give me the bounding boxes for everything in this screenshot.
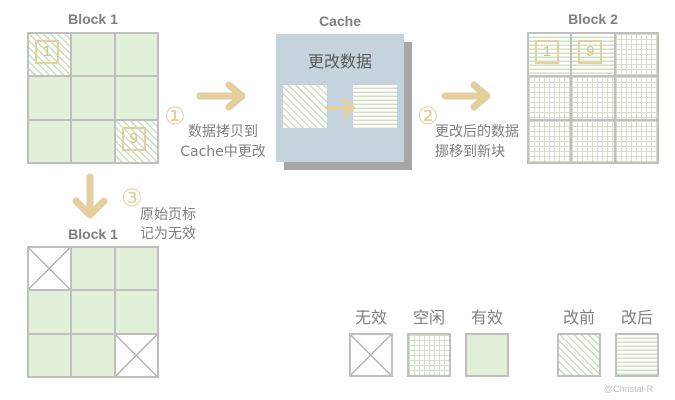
step-1-line-2: Cache中更改 — [180, 144, 266, 160]
page-cell — [72, 34, 114, 76]
page-cell — [72, 77, 114, 119]
block2-grid: 1 9 — [527, 32, 659, 164]
block1-after-grid — [27, 246, 159, 378]
legend-swatch-free — [407, 333, 451, 377]
block1-after-title: Block 1 — [68, 226, 118, 242]
page-cell — [529, 77, 571, 119]
legend-swatch-valid — [465, 333, 509, 377]
page-cell — [72, 334, 114, 376]
step-1-line-1: 数据拷贝到 — [188, 124, 258, 140]
page-cell — [615, 34, 657, 76]
cache-title: Cache — [318, 13, 362, 29]
page-cell — [115, 334, 157, 376]
legend-label-valid: 有效 — [470, 308, 503, 327]
watermark: @Christal-R — [604, 384, 654, 394]
step-1-marker: ① — [164, 102, 186, 130]
legend-swatch-after-change — [615, 333, 659, 377]
page-cell — [29, 334, 71, 376]
page-number-tag: 9 — [121, 126, 146, 151]
page-cell — [72, 120, 114, 162]
step-2-line-2: 挪移到新块 — [435, 144, 505, 160]
step-2-line-1: 更改后的数据 — [435, 124, 519, 140]
step-2-annotation: 更改后的数据 挪移到新块 — [435, 122, 525, 162]
arrow-right-icon — [325, 98, 355, 118]
page-cell: 1 — [529, 34, 571, 76]
page-cell: 1 — [29, 34, 71, 76]
step-3-marker: ③ — [121, 184, 143, 212]
step-2-marker: ② — [417, 102, 439, 130]
block1-before-title: Block 1 — [68, 11, 118, 27]
cache-label: 更改数据 — [307, 52, 372, 71]
cache-box: 更改数据 — [276, 34, 404, 162]
page-cell — [29, 120, 71, 162]
legend-swatch-before-change — [557, 333, 601, 377]
page-cell — [29, 291, 71, 333]
block2-title: Block 2 — [568, 11, 618, 27]
page-cell — [572, 120, 614, 162]
page-cell — [29, 248, 71, 290]
page-cell — [615, 77, 657, 119]
page-cell — [572, 77, 614, 119]
arrow-right-icon — [196, 81, 246, 111]
legend-swatch-invalid — [349, 333, 393, 377]
step-3-line-1: 原始页标 — [140, 207, 196, 223]
legend-label-before-change: 改前 — [562, 308, 595, 327]
page-cell: 9 — [115, 120, 157, 162]
page-cell — [115, 34, 157, 76]
arrow-right-icon — [441, 81, 491, 111]
legend-label-after-change: 改后 — [620, 308, 653, 327]
page-number-tag: 1 — [535, 40, 559, 64]
page-cell — [615, 120, 657, 162]
legend-label-free: 空闲 — [412, 308, 445, 327]
page-cell — [115, 77, 157, 119]
step-3-annotation: 原始页标 记为无效 — [140, 206, 210, 244]
page-after-change — [353, 85, 397, 128]
page-cell: 9 — [572, 34, 614, 76]
page-cell — [72, 291, 114, 333]
step-1-annotation: 数据拷贝到 Cache中更改 — [176, 122, 270, 162]
step-3-line-2: 记为无效 — [140, 226, 196, 242]
page-cell — [115, 291, 157, 333]
block1-before-grid: 1 9 — [27, 32, 159, 164]
page-cell — [72, 248, 114, 290]
arrow-down-icon — [72, 173, 108, 219]
page-number-tag: 1 — [35, 40, 59, 64]
page-cell — [29, 77, 71, 119]
page-cell — [115, 248, 157, 290]
page-cell — [529, 120, 571, 162]
legend-label-invalid: 无效 — [354, 308, 387, 327]
page-number-tag: 9 — [578, 40, 603, 64]
page-before-change — [283, 85, 327, 128]
